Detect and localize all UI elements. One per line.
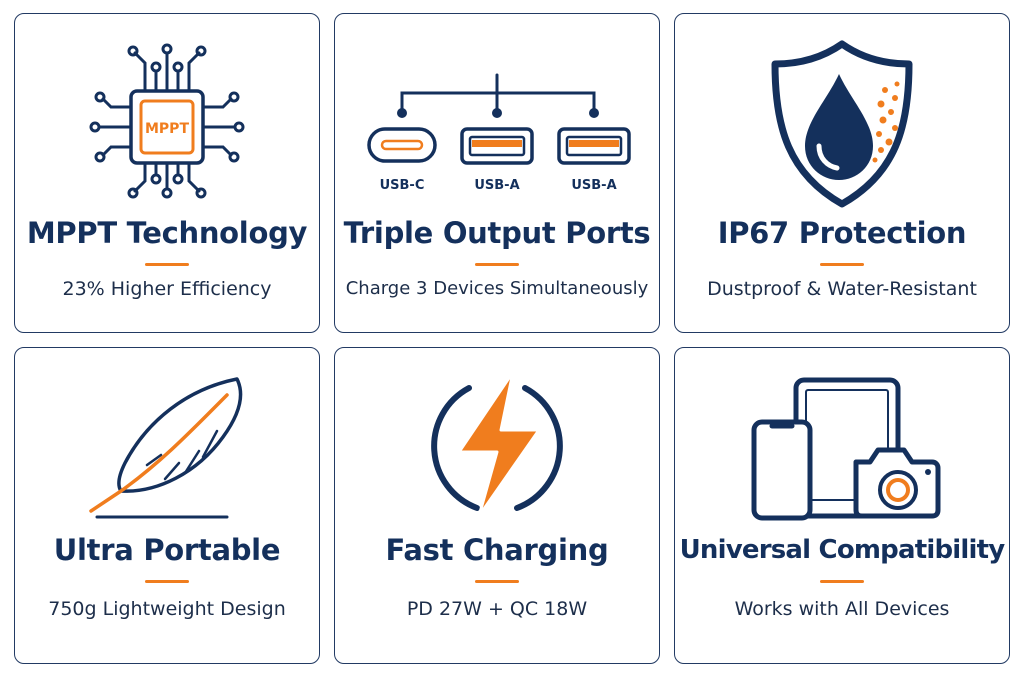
- feature-subtitle: Dustproof & Water-Resistant: [707, 278, 977, 300]
- feature-icon: [15, 366, 319, 526]
- feature-card-portable: Ultra Portable 750g Lightweight Design: [14, 347, 320, 664]
- mppt-chip-label: MPPT: [145, 121, 189, 137]
- feature-subtitle: 750g Lightweight Design: [48, 598, 286, 620]
- shield-water-drop-icon: [675, 34, 1009, 214]
- mppt-chip-icon: MPPT: [15, 36, 319, 206]
- feature-card-fast-charging: Fast Charging PD 27W + QC 18W: [334, 347, 660, 664]
- title-divider: [145, 580, 189, 583]
- title-divider: [820, 580, 864, 583]
- usb-ports-icon: USB-C USB-A USB-A: [335, 64, 659, 204]
- title-divider: [475, 580, 519, 583]
- title-divider: [475, 263, 519, 266]
- port-label-usb-c: USB-C: [380, 178, 425, 193]
- feature-card-compatibility: Universal Compatibility Works with All D…: [674, 347, 1010, 664]
- feature-subtitle: Charge 3 Devices Simultaneously: [345, 278, 649, 299]
- title-divider: [820, 263, 864, 266]
- feature-subtitle: Works with All Devices: [734, 598, 950, 620]
- feature-title: Triple Output Ports: [343, 216, 651, 250]
- feature-title: Fast Charging: [385, 533, 609, 567]
- lightning-bolt-icon: [335, 366, 659, 526]
- feature-subtitle: PD 27W + QC 18W: [406, 598, 588, 620]
- port-label-usb-a: USB-A: [571, 178, 616, 193]
- feature-title: Ultra Portable: [53, 533, 281, 567]
- feature-title: IP67 Protection: [717, 216, 967, 250]
- feature-subtitle: 23% Higher Efficiency: [62, 278, 272, 300]
- feature-card-ports: USB-C USB-A USB-A Triple Output Ports Ch…: [334, 13, 660, 333]
- port-label-usb-a: USB-A: [474, 178, 519, 193]
- title-divider: [145, 263, 189, 266]
- feature-title: MPPT Technology: [26, 216, 308, 250]
- feature-card-mppt: MPPT MPPT Technology 23% Higher Efficien…: [14, 13, 320, 333]
- feature-card-ip67: IP67 Protection Dustproof & Water-Resist…: [674, 13, 1010, 333]
- devices-icon: [675, 366, 1009, 528]
- feature-title: Universal Compatibility: [679, 535, 1006, 565]
